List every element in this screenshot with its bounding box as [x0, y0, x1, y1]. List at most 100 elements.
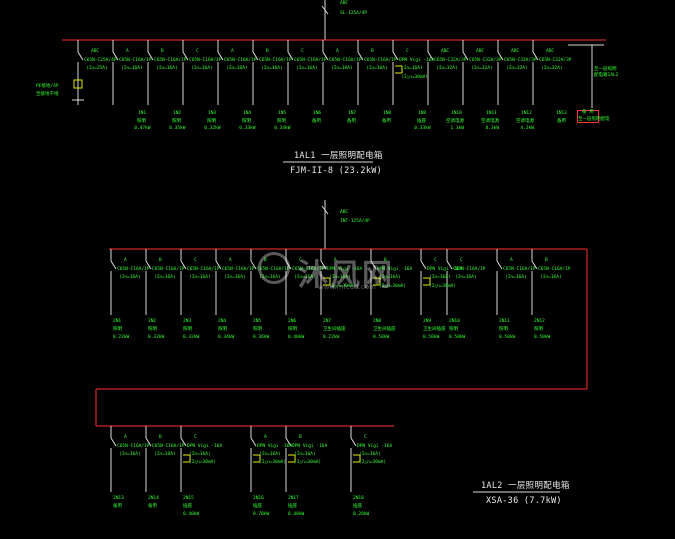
- feeder-box: [577, 110, 599, 123]
- p2-circuit-6-phase: C: [299, 258, 302, 263]
- p2-circuit-16-phase: A: [264, 435, 267, 440]
- p2-circuit-17-use: 插座: [288, 504, 297, 509]
- p1-circuit-5-blade: [217, 51, 224, 61]
- p2-circuit-13-rating: (In=16A): [119, 452, 141, 457]
- p1-circuit-12-use: 空调电源: [481, 119, 499, 124]
- p2-circuit-15-id: 2N15: [183, 496, 194, 501]
- p2-circuit-3-id: 2N3: [183, 319, 192, 324]
- p1-circuit-13-use: 空调电源: [516, 119, 534, 124]
- p2-circuit-10-power: 0.50kW: [449, 335, 466, 340]
- p2-circuit-15-blade: [180, 437, 187, 447]
- p1-circuit-12-breaker: C65N-C32A/3P: [469, 58, 502, 63]
- p1-circuit-5-power: 0.33kW: [239, 126, 256, 131]
- p2-circuit-7-id: 2N7: [323, 319, 332, 324]
- p1-circuit-4-id: 1N3: [208, 111, 217, 116]
- p2-circuit-3-use: 照明: [183, 327, 192, 332]
- p2-circuit-6-use: 照明: [288, 327, 297, 332]
- p2-circuit-16-power: 0.70kW: [253, 512, 270, 517]
- p1-circuit-8-use: 备用: [347, 119, 356, 124]
- p1-circuit-12-power: 8.3kW: [485, 126, 500, 131]
- p1-circuit-9-breaker: C65N-C16A/1P: [364, 58, 397, 63]
- p1-circuit-13-rating: (In=32A): [506, 66, 528, 71]
- p2-circuit-7-breaker: DPN Vigi -16A: [327, 267, 363, 272]
- p1-circuit-9-use: 备用: [382, 119, 391, 124]
- p1-circuit-8-breaker: C65N-C16A/1P: [329, 58, 362, 63]
- p2-circuit-15-use: 插座: [183, 504, 192, 509]
- p2-circuit-13-phase: A: [124, 435, 127, 440]
- p2-circuit-2-breaker: C65N-C16A/1P: [152, 267, 185, 272]
- p2-circuit-18-use: 插座: [353, 504, 362, 509]
- feeder-box-label-2: 至一层照明配电: [578, 117, 610, 122]
- p2-circuit-3-breaker: C65N-C16A/1P: [187, 267, 220, 272]
- p1-circuit-7-rating: (In=16A): [296, 66, 318, 71]
- p2-circuit-10-rating: (In=16A): [455, 275, 477, 280]
- p1-incoming-blade: [321, 5, 329, 15]
- p1-circuit-5-use: 照明: [242, 119, 251, 124]
- p1-circuit-12-rating: (In=32A): [471, 66, 493, 71]
- p1-circuit-3-rating: (In=16A): [156, 66, 178, 71]
- p2-circuit-1-power: 0.22kW: [113, 335, 130, 340]
- p1-circuit-10-breaker: DPN Vigi -16A: [399, 58, 435, 63]
- p2-circuit-7-blade: [320, 260, 327, 270]
- p2-circuit-12-rating: (In=16A): [540, 275, 562, 280]
- p2-circuit-4-breaker: C65N-C16A/1P: [222, 267, 255, 272]
- p2-circuit-1-blade: [110, 260, 117, 270]
- p1-circuit-1-phase: ABC: [91, 49, 100, 54]
- p1-circuit-1-breaker: C65N-C25A/4P: [84, 58, 117, 63]
- p2-circuit-18-rcd: (I△n=30mA): [359, 460, 387, 465]
- p1-circuit-8-id: 1N7: [348, 111, 357, 116]
- p1-circuit-14-blade: [532, 51, 539, 61]
- p2-circuit-8-id: 2N8: [373, 319, 382, 324]
- p2-circuit-8-power: 0.50kW: [373, 335, 390, 340]
- p1-circuit-3-phase: B: [161, 49, 164, 54]
- p2-circuit-12-use: 照明: [534, 327, 543, 332]
- p2-circuit-13-use: 备用: [113, 504, 122, 509]
- p2-circuit-16-rcd: (I△n=30mA): [259, 460, 287, 465]
- p1-circuit-13-id: 1N12: [521, 111, 532, 116]
- p2-circuit-17-id: 2N17: [288, 496, 299, 501]
- p2-circuit-9-blade: [420, 260, 427, 270]
- p2-circuit-18-phase: C: [364, 435, 367, 440]
- p2-circuit-18-power: 0.20kW: [353, 512, 370, 517]
- p2-circuit-9-use: 卫生间插座: [423, 327, 446, 332]
- p2-circuit-12-blade: [531, 260, 538, 270]
- p2-circuit-13-breaker: C65N-C16A/1P: [117, 444, 150, 449]
- p1-circuit-10-blade: [392, 51, 399, 61]
- p1-circuit-6-rating: (In=16A): [261, 66, 283, 71]
- watermark-logo-icon: [258, 252, 290, 284]
- p2-circuit-16-id: 2N16: [253, 496, 264, 501]
- panel1-incoming-phase: ABC: [340, 1, 349, 6]
- p2-circuit-15-power: 0.40kW: [183, 512, 200, 517]
- p1-circuit-2-rating: (In=16A): [121, 66, 143, 71]
- p1-circuit-12-phase: ABC: [476, 49, 485, 54]
- p2-circuit-14-id: 2N14: [148, 496, 159, 501]
- p2-circuit-16-use: 插座: [253, 504, 262, 509]
- p1-circuit-14-use: 备用: [557, 119, 566, 124]
- feeder-box-label-1: 备 用: [582, 110, 594, 115]
- p2-circuit-2-power: 0.32kW: [148, 335, 165, 340]
- p1-circuit-5-breaker: C65N-C16A/1P: [224, 58, 257, 63]
- p1-circuit-3-use: 照明: [172, 119, 181, 124]
- p2-circuit-6-breaker: C65N-C16A/1P: [292, 267, 325, 272]
- p1-circuit-14-phase: ABC: [546, 49, 555, 54]
- p2-circuit-11-phase: A: [510, 258, 513, 263]
- p2-circuit-10-phase: C: [460, 258, 463, 263]
- p2-circuit-10-blade: [446, 260, 453, 270]
- p2-circuit-5-id: 2N5: [253, 319, 262, 324]
- p1-circuit-2-power: 0.47kW: [134, 126, 151, 131]
- p2-circuit-7-power: 0.22kW: [323, 335, 340, 340]
- p2-circuit-12-breaker: C65N-C16A/1P: [538, 267, 571, 272]
- p1-circuit-6-use: 照明: [277, 119, 286, 124]
- p1-circuit-2-phase: A: [126, 49, 129, 54]
- p1-circuit-10-use: 插座: [417, 119, 426, 124]
- p2-circuit-11-rating: (In=16A): [505, 275, 527, 280]
- p2-circuit-12-power: 0.50kW: [534, 335, 551, 340]
- p1-circuit-5-rating: (In=16A): [226, 66, 248, 71]
- p1-circuit-10-phase: C: [406, 49, 409, 54]
- p2-circuit-4-use: 照明: [218, 327, 227, 332]
- p1-circuit-4-use: 照明: [207, 119, 216, 124]
- p2-circuit-2-blade: [145, 260, 152, 270]
- p2-circuit-18-rating: (In=16A): [359, 452, 381, 457]
- panel2-incoming-breaker: INT-125A/4P: [340, 219, 370, 224]
- p1-circuit-9-id: 1N8: [383, 111, 392, 116]
